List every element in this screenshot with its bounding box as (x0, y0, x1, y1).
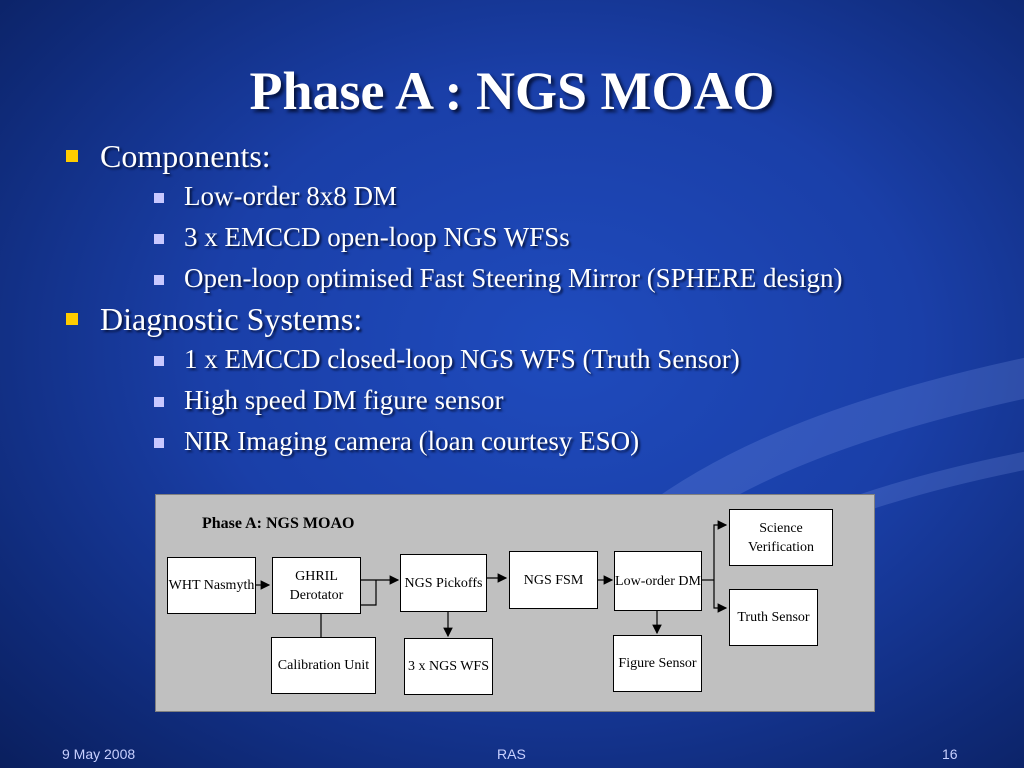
list-item: Low-order 8x8 DM (100, 176, 842, 217)
ngs-pickoffs-box: NGS Pickoffs (400, 554, 487, 612)
section-heading: Diagnostic Systems: (100, 301, 363, 337)
list-item: Open-loop optimised Fast Steering Mirror… (100, 258, 842, 299)
list-item: 1 x EMCCD closed-loop NGS WFS (Truth Sen… (100, 339, 842, 380)
section-heading: Components: (100, 138, 271, 174)
list-item-text: High speed DM figure sensor (184, 385, 504, 415)
block-diagram: Phase A: NGS MOAO WHT Nasmyth GHRIL Dero… (155, 494, 875, 712)
sub-list: 1 x EMCCD closed-loop NGS WFS (Truth Sen… (100, 339, 842, 462)
section-diagnostics: Diagnostic Systems: 1 x EMCCD closed-loo… (62, 299, 842, 462)
square-bullet-icon (154, 193, 164, 203)
page-number: 16 (942, 746, 958, 762)
figure-sensor-box: Figure Sensor (613, 635, 702, 692)
square-bullet-icon (154, 275, 164, 285)
ngs-wfs-box: 3 x NGS WFS (404, 638, 493, 695)
square-bullet-icon (66, 313, 78, 325)
calibration-unit-box: Calibration Unit (271, 637, 376, 694)
square-bullet-icon (66, 150, 78, 162)
square-bullet-icon (154, 438, 164, 448)
list-item-text: Open-loop optimised Fast Steering Mirror… (184, 263, 843, 293)
diagram-label: Phase A: NGS MOAO (202, 515, 355, 532)
list-item-text: NIR Imaging camera (loan courtesy ESO) (184, 426, 640, 456)
footer-date: 9 May 2008 (62, 746, 136, 762)
list-item-text: Low-order 8x8 DM (184, 181, 397, 211)
low-order-dm-box: Low-order DM (614, 551, 702, 611)
footer-center: RAS (497, 746, 526, 762)
science-verification-box: Science Verification (729, 509, 833, 566)
bullet-list: Components: Low-order 8x8 DM 3 x EMCCD o… (62, 136, 842, 462)
list-item: High speed DM figure sensor (100, 380, 842, 421)
wht-nasmyth-box: WHT Nasmyth (167, 557, 256, 614)
truth-sensor-box: Truth Sensor (729, 589, 818, 646)
ngs-fsm-box: NGS FSM (509, 551, 598, 609)
list-item: NIR Imaging camera (loan courtesy ESO) (100, 421, 842, 462)
section-components: Components: Low-order 8x8 DM 3 x EMCCD o… (62, 136, 842, 299)
list-item-text: 3 x EMCCD open-loop NGS WFSs (184, 222, 570, 252)
slide-title: Phase A : NGS MOAO (249, 61, 775, 121)
list-item-text: 1 x EMCCD closed-loop NGS WFS (Truth Sen… (184, 344, 740, 374)
square-bullet-icon (154, 397, 164, 407)
square-bullet-icon (154, 356, 164, 366)
ghril-derotator-box: GHRIL Derotator (272, 557, 361, 614)
sub-list: Low-order 8x8 DM 3 x EMCCD open-loop NGS… (100, 176, 842, 299)
list-item: 3 x EMCCD open-loop NGS WFSs (100, 217, 842, 258)
square-bullet-icon (154, 234, 164, 244)
